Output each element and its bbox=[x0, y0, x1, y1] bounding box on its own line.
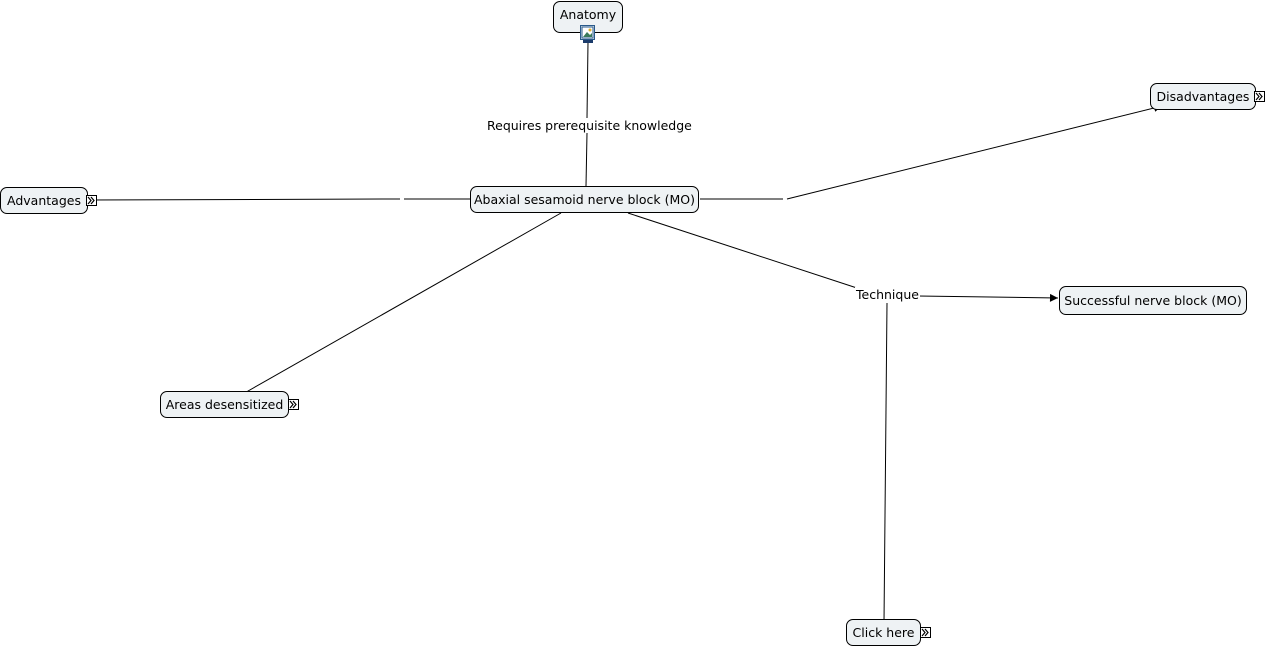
concept-disadvantages[interactable]: Disadvantages bbox=[1150, 83, 1256, 110]
concept-map-link-icon[interactable] bbox=[288, 399, 299, 410]
concept-map-link-icon[interactable] bbox=[86, 195, 97, 206]
image-icon-base bbox=[583, 40, 593, 43]
line-technique-to-successful bbox=[917, 293, 1059, 302]
line-main-to-disadvantages-b bbox=[786, 104, 1163, 200]
image-icon[interactable] bbox=[580, 25, 595, 40]
concept-click-here[interactable]: Click here bbox=[846, 619, 921, 646]
line-main-to-advantages-b bbox=[86, 195, 401, 204]
concept-main[interactable]: Abaxial sesamoid nerve block (MO) bbox=[470, 186, 699, 213]
concept-areas-desensitized[interactable]: Areas desensitized bbox=[160, 391, 289, 418]
concept-map-link-icon[interactable] bbox=[920, 627, 931, 638]
concept-advantages[interactable]: Advantages bbox=[0, 187, 88, 214]
concept-successful-nerve-block[interactable]: Successful nerve block (MO) bbox=[1059, 286, 1247, 315]
linking-phrase-prerequisite: Requires prerequisite knowledge bbox=[486, 118, 693, 133]
concept-map-link-icon[interactable] bbox=[1254, 91, 1265, 102]
line-prerequisite-to-main bbox=[585, 132, 588, 187]
line-main-to-technique bbox=[627, 212, 861, 290]
line-main-to-areas bbox=[240, 212, 562, 396]
line-anatomy-to-prerequisite bbox=[586, 41, 589, 119]
line-technique-to-click-here bbox=[883, 302, 888, 623]
linking-phrase-technique: Technique bbox=[855, 287, 920, 302]
